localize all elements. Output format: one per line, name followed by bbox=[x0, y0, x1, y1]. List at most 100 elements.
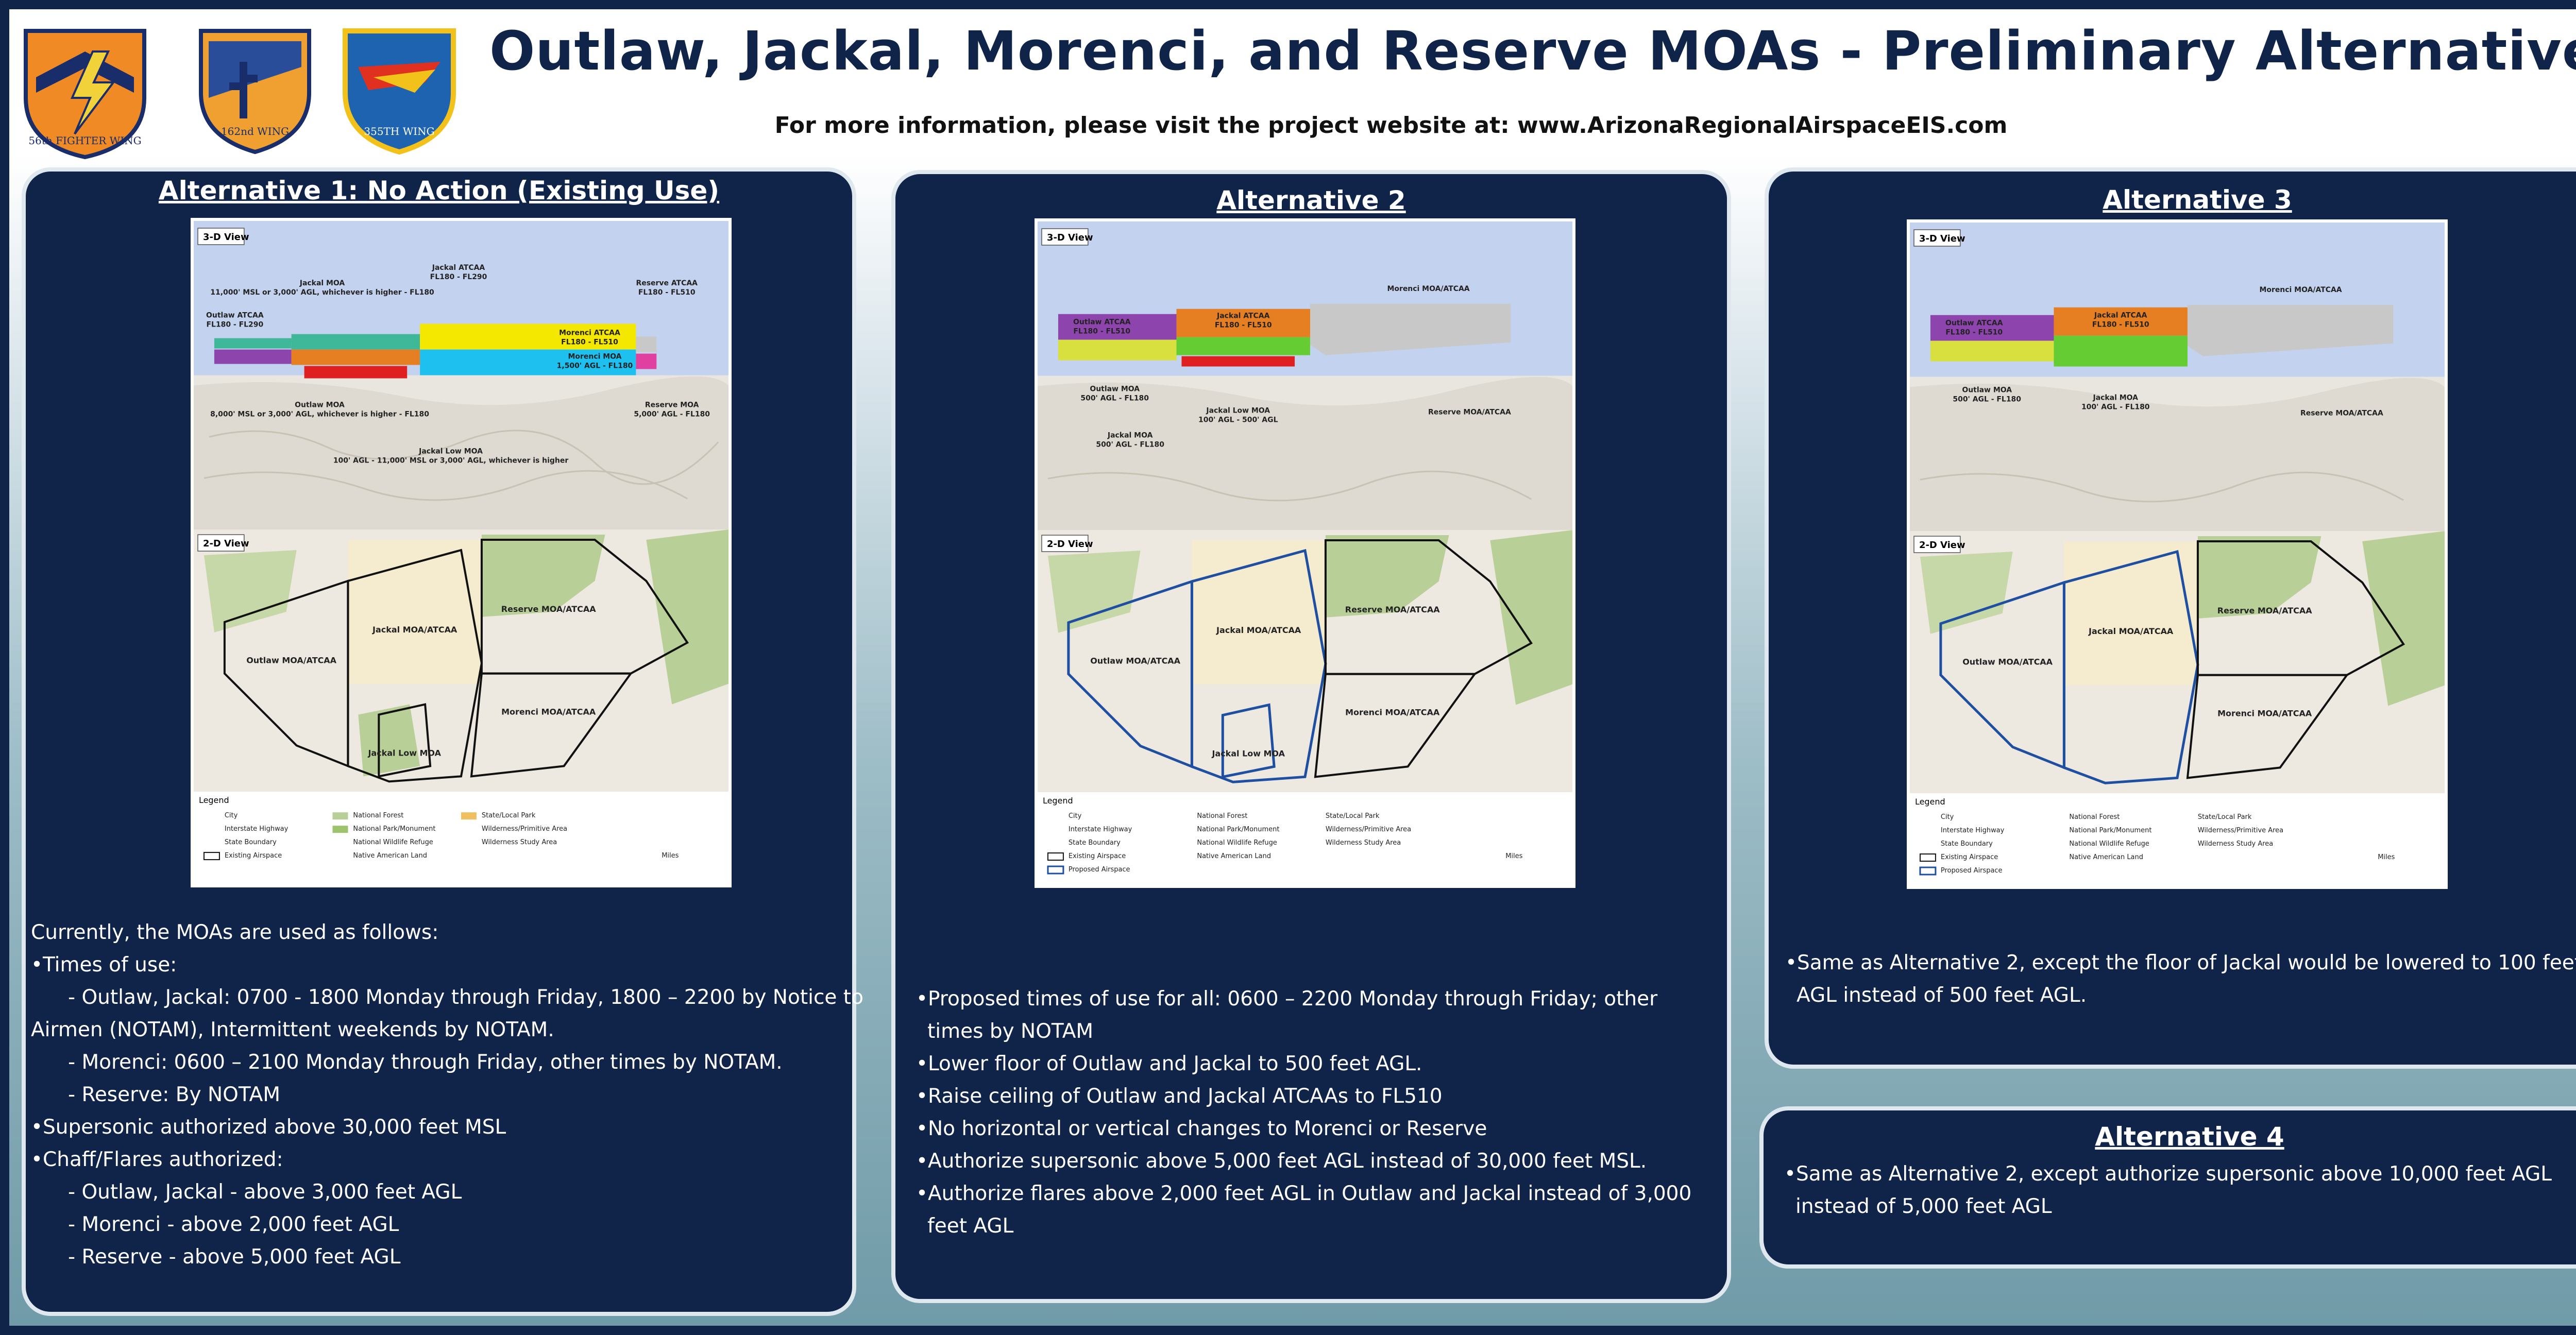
legend-scale-miles: Miles bbox=[1505, 852, 1522, 860]
legend-wildlife-refuge: National Wildlife Refuge bbox=[353, 838, 433, 846]
alt1-jackal-low-block bbox=[304, 366, 408, 379]
56th-fighter-wing-logo: 56th FIGHTER WING bbox=[15, 21, 155, 160]
panel-alternative-2: Alternative 2 3-D View Outlaw ATCAA FL18… bbox=[891, 170, 1731, 1303]
alt2-reserve-2d-label: Reserve MOA/ATCAA bbox=[1345, 605, 1440, 614]
alt4-title: Alternative 4 bbox=[2095, 1122, 2284, 1152]
alt1-label-reserve-atcaa: Reserve ATCAA bbox=[636, 279, 698, 287]
alt2-title: Alternative 2 bbox=[1216, 185, 1406, 215]
alt3-title: Alternative 3 bbox=[2103, 185, 2292, 215]
355th-wing-logo: 355TH WING bbox=[337, 21, 461, 155]
alt3-label-morenci: Morenci MOA/ATCAA bbox=[2259, 286, 2342, 294]
alt2-jackal-moa-block bbox=[1176, 337, 1310, 355]
alt1-morenci-2d-label: Morenci MOA/ATCAA bbox=[501, 707, 596, 717]
legend-wilderness: Wilderness/Primitive Area bbox=[2198, 827, 2283, 834]
alt2-bullet-no-change: •No horizontal or vertical changes to Mo… bbox=[916, 1117, 1487, 1140]
legend-state-park: State/Local Park bbox=[482, 812, 536, 819]
alt2-bullet-times: •Proposed times of use for all: 0600 – 2… bbox=[916, 987, 1658, 1011]
alt3-label-jackal-atcaa: Jackal ATCAA bbox=[2094, 312, 2147, 320]
alt2-bullet-ceiling: •Raise ceiling of Outlaw and Jackal ATCA… bbox=[916, 1085, 1443, 1108]
alt1-times-outlaw-jackal-cont: Airmen (NOTAM), Intermittent weekends by… bbox=[31, 1018, 554, 1041]
alt1-label-morenci-moa: Morenci MOA bbox=[568, 353, 622, 361]
alt2-jackal-2d-label: Jackal MOA/ATCAA bbox=[1216, 625, 1301, 635]
alt1-label-reserve-moa: Reserve MOA bbox=[645, 401, 699, 409]
alt1-view2d-label: 2-D View bbox=[203, 538, 249, 549]
alt3-jackal-moa-block bbox=[2054, 335, 2188, 367]
alt3-label-outlaw-moa-desc: 500' AGL - FL180 bbox=[1953, 395, 2021, 403]
alt1-label-outlaw-moa: Outlaw MOA bbox=[295, 401, 345, 409]
alt1-outlaw-atcaa-block bbox=[214, 338, 292, 349]
alt1-times-reserve: - Reserve: By NOTAM bbox=[68, 1083, 280, 1106]
logo-56-text: 56th FIGHTER WING bbox=[28, 134, 141, 147]
legend-national-park: National Park/Monument bbox=[1197, 826, 1279, 833]
legend-native-land: Native American Land bbox=[1197, 852, 1271, 860]
legend-existing-airspace: Existing Airspace bbox=[1941, 853, 1998, 861]
alt1-view3d-label: 3-D View bbox=[203, 232, 249, 243]
legend-wildlife-refuge: National Wildlife Refuge bbox=[2069, 840, 2149, 848]
alt3-outlaw-moa-block bbox=[1930, 340, 2054, 362]
alt3-label-outlaw-moa: Outlaw MOA bbox=[1962, 386, 2012, 394]
alt1-label-outlaw-atcaa: Outlaw ATCAA bbox=[206, 312, 264, 320]
alt2-bullet-supersonic: •Authorize supersonic above 5,000 feet A… bbox=[916, 1150, 1647, 1173]
alt2-map-figure: 3-D View Outlaw ATCAA FL180 - FL510 Jack… bbox=[1035, 218, 1575, 888]
legend-national-forest: National Forest bbox=[353, 812, 403, 819]
alt2-label-jackal-low-desc: 100' AGL - 500' AGL bbox=[1198, 416, 1278, 424]
panel-alternative-4: Alternative 4 •Same as Alternative 2, ex… bbox=[1759, 1106, 2576, 1269]
alt2-jackal-low-block bbox=[1181, 356, 1295, 367]
alt4-text-line-1: •Same as Alternative 2, except authorize… bbox=[1784, 1162, 2552, 1186]
project-website-line[interactable]: For more information, please visit the p… bbox=[774, 112, 2008, 139]
alt1-supersonic: •Supersonic authorized above 30,000 feet… bbox=[31, 1116, 506, 1139]
alt3-jackal-2d-label: Jackal MOA/ATCAA bbox=[2088, 626, 2174, 636]
alt2-bullet-flares: •Authorize flares above 2,000 feet AGL i… bbox=[916, 1182, 1692, 1205]
alt3-legend-title: Legend bbox=[1915, 797, 1945, 807]
alt1-label-reserve-atcaa-fl: FL180 - FL510 bbox=[638, 288, 696, 297]
alt1-chaff-header: •Chaff/Flares authorized: bbox=[31, 1148, 283, 1171]
alt2-jackal-atcaa-block bbox=[1176, 309, 1310, 337]
legend-proposed-airspace: Proposed Airspace bbox=[1941, 867, 2003, 875]
logo-162-text: 162nd WING bbox=[221, 125, 289, 138]
alt1-reserve-moa-block bbox=[636, 353, 657, 369]
legend-national-forest: National Forest bbox=[2069, 813, 2120, 821]
legend-wilderness: Wilderness/Primitive Area bbox=[1326, 826, 1411, 833]
legend-national-park: National Park/Monument bbox=[353, 825, 435, 833]
alt1-jackal-moa-block bbox=[291, 349, 420, 365]
162nd-wing-logo: 162nd WING bbox=[193, 21, 317, 155]
alt1-label-jackal-atcaa-fl: FL180 - FL290 bbox=[430, 273, 487, 281]
alt1-jackal-2d-label: Jackal MOA/ATCAA bbox=[372, 625, 457, 635]
alt1-label-morenci-atcaa: Morenci ATCAA bbox=[559, 329, 620, 337]
alt2-outlaw-atcaa-block bbox=[1058, 314, 1177, 340]
alt2-morenci-reserve-block bbox=[1310, 303, 1511, 355]
legend-interstate: Interstate Highway bbox=[1941, 827, 2005, 834]
alt2-bullet-flares-cont: feet AGL bbox=[927, 1214, 1014, 1238]
alt1-label-jackal-moa-desc: 11,000' MSL or 3,000' AGL, whichever is … bbox=[210, 288, 434, 297]
alt2-view2d-label: 2-D View bbox=[1047, 539, 1093, 550]
legend-city: City bbox=[1941, 813, 1954, 821]
alt3-map-figure: 3-D View Outlaw ATCAA FL180 - FL510 Jack… bbox=[1907, 219, 2448, 889]
alt2-bullet-times-cont: times by NOTAM bbox=[927, 1020, 1094, 1043]
alt1-times-outlaw-jackal: - Outlaw, Jackal: 0700 - 1800 Monday thr… bbox=[68, 986, 863, 1009]
alt2-label-jackal-atcaa: Jackal ATCAA bbox=[1216, 312, 1270, 320]
legend-scale-miles: Miles bbox=[2378, 853, 2395, 861]
legend-wilderness-study: Wilderness Study Area bbox=[482, 838, 557, 846]
alt4-text-line-2: instead of 5,000 feet AGL bbox=[1795, 1195, 2052, 1218]
page-title: Outlaw, Jackal, Morenci, and Reserve MOA… bbox=[489, 20, 2576, 82]
alt1-reserve-2d-label: Reserve MOA/ATCAA bbox=[501, 604, 596, 614]
alt3-morenci-reserve-block bbox=[2187, 304, 2394, 356]
legend-state-boundary: State Boundary bbox=[1941, 840, 1993, 848]
alt2-label-outlaw-atcaa-fl: FL180 - FL510 bbox=[1073, 328, 1130, 336]
legend-wilderness: Wilderness/Primitive Area bbox=[482, 825, 567, 833]
alt3-label-reserve: Reserve MOA/ATCAA bbox=[2300, 409, 2383, 417]
alt3-outlaw-2d-label: Outlaw MOA/ATCAA bbox=[1962, 657, 2053, 667]
legend-wilderness-study: Wilderness Study Area bbox=[1326, 839, 1401, 847]
alt2-bullet-floor: •Lower floor of Outlaw and Jackal to 500… bbox=[916, 1052, 1422, 1075]
alt1-times-morenci: - Morenci: 0600 – 2100 Monday through Fr… bbox=[68, 1051, 783, 1074]
alt1-jackal-low-2d-label: Jackal Low MOA bbox=[367, 748, 441, 758]
alt1-label-morenci-moa-desc: 1,500' AGL - FL180 bbox=[557, 362, 633, 370]
legend-existing-airspace: Existing Airspace bbox=[225, 852, 282, 860]
legend-interstate: Interstate Highway bbox=[1069, 826, 1132, 833]
alt3-label-jackal-atcaa-fl: FL180 - FL510 bbox=[2092, 321, 2149, 329]
alt2-label-outlaw-moa: Outlaw MOA bbox=[1090, 385, 1140, 393]
alt2-jackal-low-2d-label: Jackal Low MOA bbox=[1211, 748, 1285, 758]
legend-existing-airspace: Existing Airspace bbox=[1069, 852, 1126, 860]
alt3-morenci-2d-label: Morenci MOA/ATCAA bbox=[2217, 709, 2312, 718]
legend-national-forest: National Forest bbox=[1197, 812, 1247, 820]
